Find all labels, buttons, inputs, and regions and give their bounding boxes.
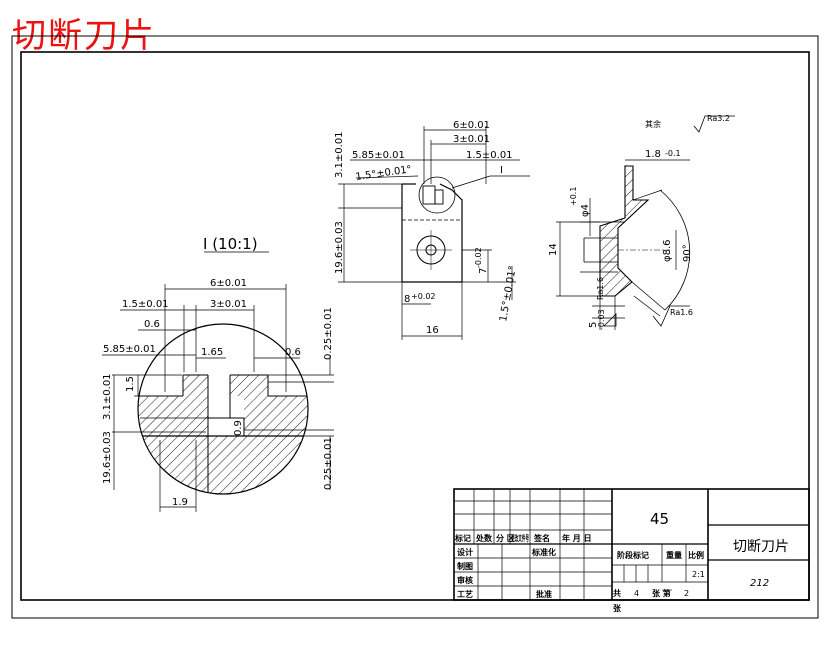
side-dim-phi4: φ4 (580, 204, 591, 217)
side-dim-14: 14 (548, 243, 559, 256)
roughness-main: Ra3.2 (707, 114, 730, 123)
detail-dim-3-1: 3.1±0.01 (102, 373, 113, 420)
side-view: 其余 Ra3.2 1.8 -0.1 φ4 +0.1 14 φ8.6 (548, 114, 735, 330)
detail-title: I (10:1) (203, 235, 258, 253)
tb-sheets-label: 张 第 (652, 588, 671, 598)
front-view: 6±0.01 3±0.01 5.85±0.01 1.5±0.01 1.5°±0.… (334, 120, 530, 340)
side-dim-5: 5 (588, 322, 599, 328)
front-dim-7-tol: -0.02 (474, 247, 483, 268)
datum-marker-icon (603, 313, 617, 327)
tb-standardize: 标准化 (531, 547, 556, 557)
side-roughness-1: Ra1.6 (596, 277, 605, 300)
front-dim-3: 3±0.01 (453, 134, 490, 145)
tb-part-name: 切断刀片 (733, 539, 789, 555)
detail-dim-1-9: 1.9 (172, 497, 188, 508)
tb-sheets-total: 共 (613, 588, 621, 598)
tb-scale: 2:1 (692, 570, 705, 579)
side-dim-phi4-tol: +0.1 (569, 187, 578, 206)
tb-drawing-no: 212 (750, 578, 769, 589)
tb-stage: 阶段标记 (617, 550, 649, 560)
detail-dim-0-25b: 0.25±0.01 (323, 437, 334, 490)
tb-process: 工艺 (457, 589, 473, 599)
tb-weight: 重量 (666, 550, 682, 560)
front-dim-6: 6±0.01 (453, 120, 490, 131)
front-dim-5-85: 5.85±0.01 (352, 150, 405, 161)
detail-dim-1-5v: 1.5 (125, 376, 136, 392)
detail-dim-6: 6±0.01 (210, 278, 247, 289)
detail-dim-1-65: 1.65 (201, 347, 223, 358)
side-dim-1-8: 1.8 (645, 149, 661, 160)
tb-sheets-suffix: 张 (613, 604, 622, 613)
tb-drafter: 制图 (457, 561, 473, 571)
front-dim-3-1: 3.1±0.01 (334, 131, 345, 178)
tb-hdr-mark: 标记 (454, 533, 471, 543)
tb-checker: 审核 (457, 575, 473, 585)
front-dim-1-5: 1.5±0.01 (466, 150, 513, 161)
front-leader-I: I (500, 165, 503, 176)
front-dim-8-tol: +0.02 (411, 292, 436, 301)
outer-frame (11, 35, 819, 619)
roughness-symbol-2-icon (652, 305, 690, 327)
front-dim-8: 8 (404, 294, 410, 305)
front-dim-angle2: 1.5°±0.01° (498, 265, 519, 323)
detail-dim-5-85: 5.85±0.01 (103, 344, 156, 355)
tb-sheets-total-n: 4 (634, 589, 639, 598)
front-dim-angle1: 1.5°±0.01° (355, 164, 413, 183)
detail-dim-1-5: 1.5±0.01 (122, 299, 169, 310)
detail-dim-3: 3±0.01 (210, 299, 247, 310)
tb-sheet-no: 2 (684, 589, 689, 598)
detail-circle (137, 323, 309, 495)
detail-view: I (10:1) (102, 235, 334, 512)
detail-dim-0-25a: 0.25±0.01 (323, 307, 334, 360)
detail-dim-0-6b: 0.6 (285, 347, 301, 358)
tb-hdr-zone: 分 区 (496, 533, 515, 543)
side-roughness-2: Ra1.6 (670, 308, 693, 317)
front-dim-16: 16 (426, 325, 439, 336)
roughness-symbol-icon (693, 115, 735, 133)
detail-dim-0-6a: 0.6 (144, 319, 160, 330)
tb-hdr-sign: 签名 (533, 533, 550, 543)
side-dim-90deg: 90° (682, 244, 693, 262)
tb-approve: 批准 (536, 589, 552, 599)
detail-section-hatch (138, 374, 308, 494)
title-block: 标记 处数 分 区 更改文件号 签名 年 月 日 设计 标准化 制图 审核 工艺… (453, 488, 810, 613)
tb-hdr-count: 处数 (475, 533, 493, 543)
tb-hdr-change: 更改文件号 (511, 533, 529, 543)
tb-ratio: 比例 (688, 550, 704, 560)
tb-designer: 设计 (457, 547, 473, 557)
front-dim-19-6: 19.6±0.03 (334, 221, 345, 274)
tb-hdr-date: 年 月 日 (562, 533, 592, 543)
angle-arc (659, 189, 691, 311)
detail-dim-19-6: 19.6±0.03 (102, 431, 113, 484)
inner-frame (20, 51, 810, 601)
side-dim-phi8-6: φ8.6 (662, 240, 673, 263)
tb-material: 45 (650, 510, 669, 528)
front-dim-7: 7 (478, 268, 489, 274)
side-dim-1-8-tol: -0.1 (665, 149, 681, 158)
side-dim-5-tol: -0.03 (597, 309, 606, 330)
surface-others-label: 其余 (645, 119, 661, 129)
detail-dim-0-9: 0.9 (233, 420, 244, 436)
